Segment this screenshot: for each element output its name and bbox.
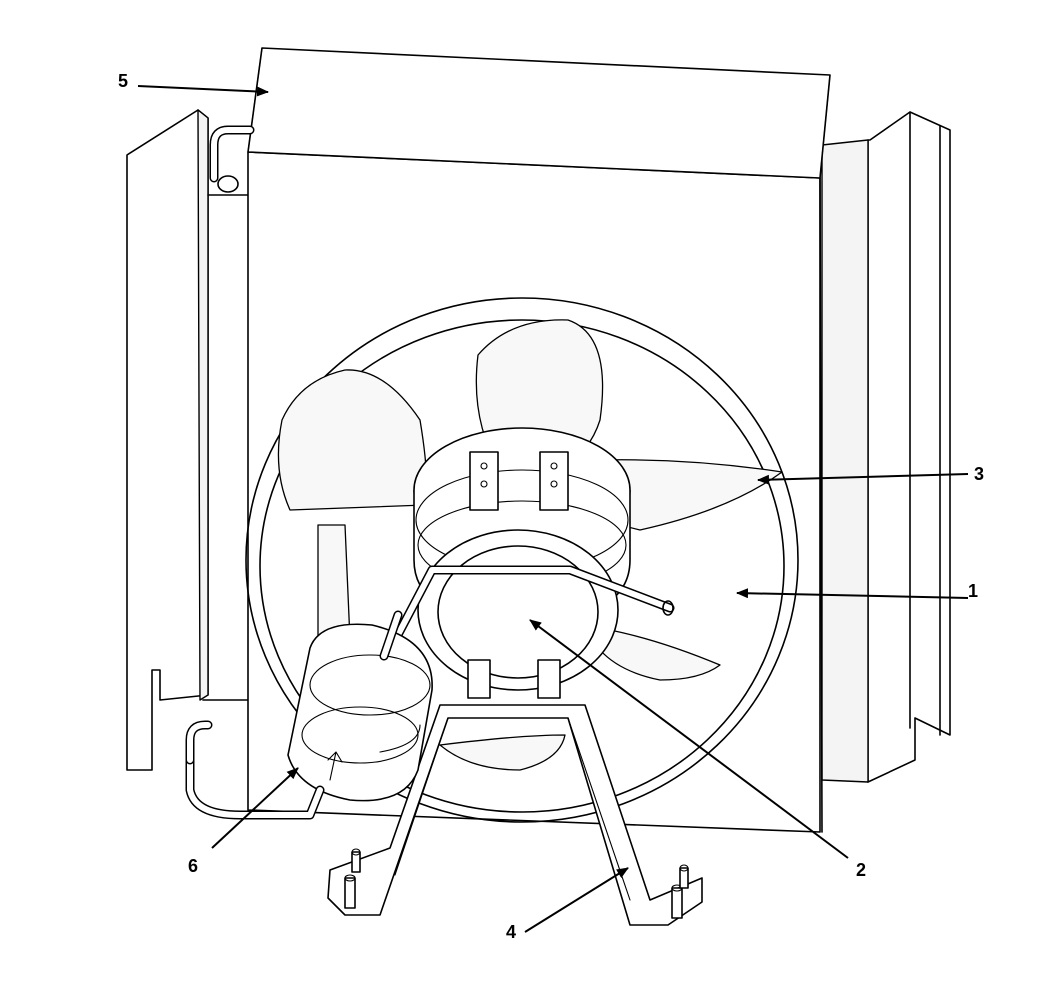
callout-labels: 1 2 3 4 5 6: [118, 71, 984, 942]
callout-arrows: [137, 85, 969, 933]
top-shroud: [247, 47, 831, 179]
callout-6: 6: [188, 856, 198, 876]
fan-shroud-ring: [245, 297, 799, 823]
leader-4: [524, 867, 629, 933]
fan-motor: [413, 427, 631, 699]
callout-4: 4: [506, 922, 516, 942]
refrigerant-tube: [385, 565, 675, 655]
callout-5: 5: [118, 71, 128, 91]
leader-6: [211, 767, 299, 849]
leader-2: [529, 619, 849, 859]
left-side-panel: [126, 109, 249, 771]
receiver-drier: [185, 610, 433, 820]
leader-3: [757, 473, 969, 485]
mounting-stand: [327, 704, 703, 926]
right-side-panel: [821, 111, 951, 783]
leader-5: [137, 85, 269, 97]
upper-tube-elbow: [209, 125, 255, 193]
callout-3: 3: [974, 464, 984, 484]
leader-1: [736, 588, 969, 599]
fan-blades: [277, 319, 783, 771]
callout-1: 1: [968, 581, 978, 601]
callout-2: 2: [856, 860, 866, 880]
